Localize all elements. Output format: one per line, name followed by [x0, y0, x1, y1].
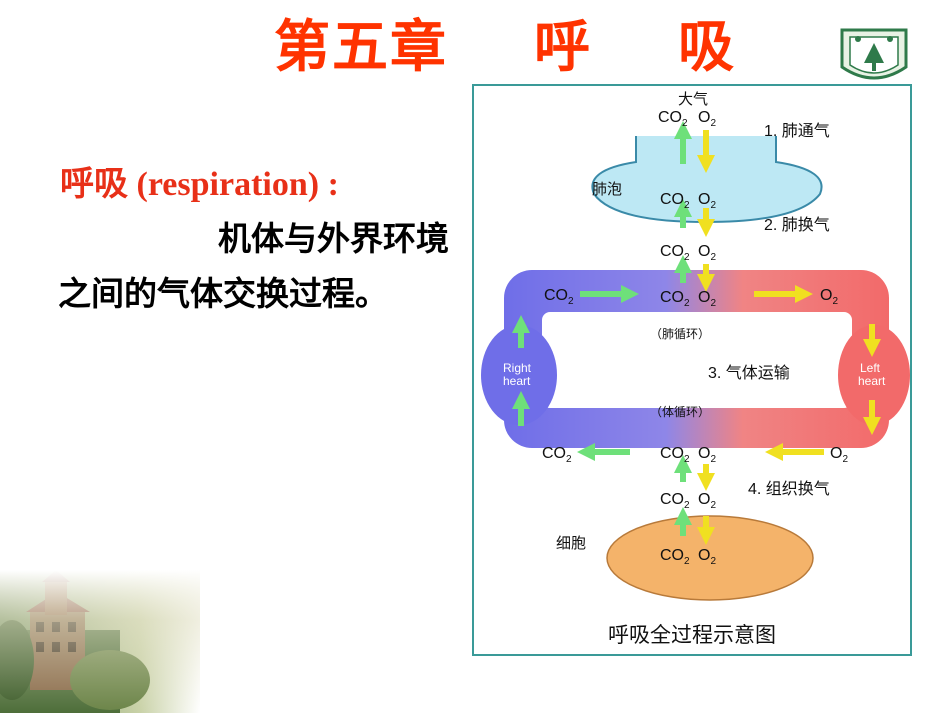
- svg-text:heart: heart: [503, 374, 531, 388]
- gas-pair-cell: CO2 O2: [660, 547, 716, 567]
- svg-text:CO2: CO2: [660, 243, 690, 263]
- svg-text:CO2: CO2: [660, 491, 690, 511]
- pulmonary-circulation-label: （肺循环）: [650, 327, 710, 341]
- gas-pair-atmosphere: CO2 O2: [658, 109, 716, 129]
- svg-text:O2: O2: [698, 445, 716, 465]
- systemic-circulation-label: （体循环）: [650, 405, 710, 419]
- definition-line-2: 之间的气体交换过程。: [58, 274, 388, 313]
- right-heart: [481, 325, 557, 425]
- university-emblem: [840, 28, 908, 80]
- svg-text:O2: O2: [698, 191, 716, 211]
- slide-title: 第五章 呼 吸: [274, 14, 736, 80]
- definition-line-1: 机体与外界环境: [218, 219, 449, 258]
- cells-label: 细胞: [556, 535, 586, 552]
- left-heart-label: Left heart: [858, 361, 886, 388]
- campus-building-photo: [0, 570, 200, 713]
- svg-text:CO2: CO2: [660, 191, 690, 211]
- svg-text:CO2: CO2: [660, 547, 690, 567]
- diagram-canvas: 大气 CO2 O2 1. 肺通气 肺泡 CO2 O2 2. 肺换气 CO2 O2…: [481, 91, 910, 647]
- circulation-arrows: [512, 285, 881, 461]
- diagram-caption: 呼吸全过程示意图: [608, 624, 776, 647]
- svg-text:CO2: CO2: [544, 287, 574, 307]
- svg-text:CO2: CO2: [658, 109, 688, 129]
- gas-pair-capillary-pulmonary: CO2 O2: [660, 243, 716, 263]
- step-2-label: 2. 肺换气: [764, 216, 830, 234]
- svg-text:O2: O2: [820, 287, 838, 307]
- gas-exchange-arrows: [674, 121, 715, 545]
- gas-row-bottom: CO2 CO2 O2 O2: [542, 445, 848, 465]
- svg-text:CO2: CO2: [660, 445, 690, 465]
- step-4-label: 4. 组织换气: [748, 480, 830, 498]
- step-3-label: 3. 气体运输: [708, 364, 790, 382]
- svg-text:O2: O2: [698, 547, 716, 567]
- svg-text:CO2: CO2: [660, 289, 690, 309]
- gas-pair-tissue: CO2 O2: [660, 491, 716, 511]
- respiration-process-diagram: 大气 CO2 O2 1. 肺通气 肺泡 CO2 O2 2. 肺换气 CO2 O2…: [472, 84, 912, 656]
- definition-term: 呼吸 (respiration) :: [60, 166, 339, 203]
- tissue-cell: [606, 515, 814, 601]
- left-heart: [838, 325, 910, 425]
- svg-text:O2: O2: [698, 243, 716, 263]
- svg-text:O2: O2: [698, 289, 716, 309]
- gas-row-top: CO2 CO2 O2 O2: [544, 287, 838, 309]
- step-1-label: 1. 肺通气: [764, 122, 830, 140]
- svg-text:Left: Left: [860, 361, 881, 375]
- svg-text:O2: O2: [698, 109, 716, 129]
- svg-text:O2: O2: [698, 491, 716, 511]
- svg-text:heart: heart: [858, 374, 886, 388]
- svg-text:O2: O2: [830, 445, 848, 465]
- svg-text:Right: Right: [503, 361, 532, 375]
- atmosphere-label: 大气: [678, 91, 708, 108]
- svg-text:CO2: CO2: [542, 445, 572, 465]
- gas-pair-alveoli: CO2 O2: [660, 191, 716, 211]
- alveoli-label: 肺泡: [592, 181, 622, 198]
- circulation-loop-inner: [542, 312, 852, 408]
- right-heart-label: Right heart: [503, 361, 532, 388]
